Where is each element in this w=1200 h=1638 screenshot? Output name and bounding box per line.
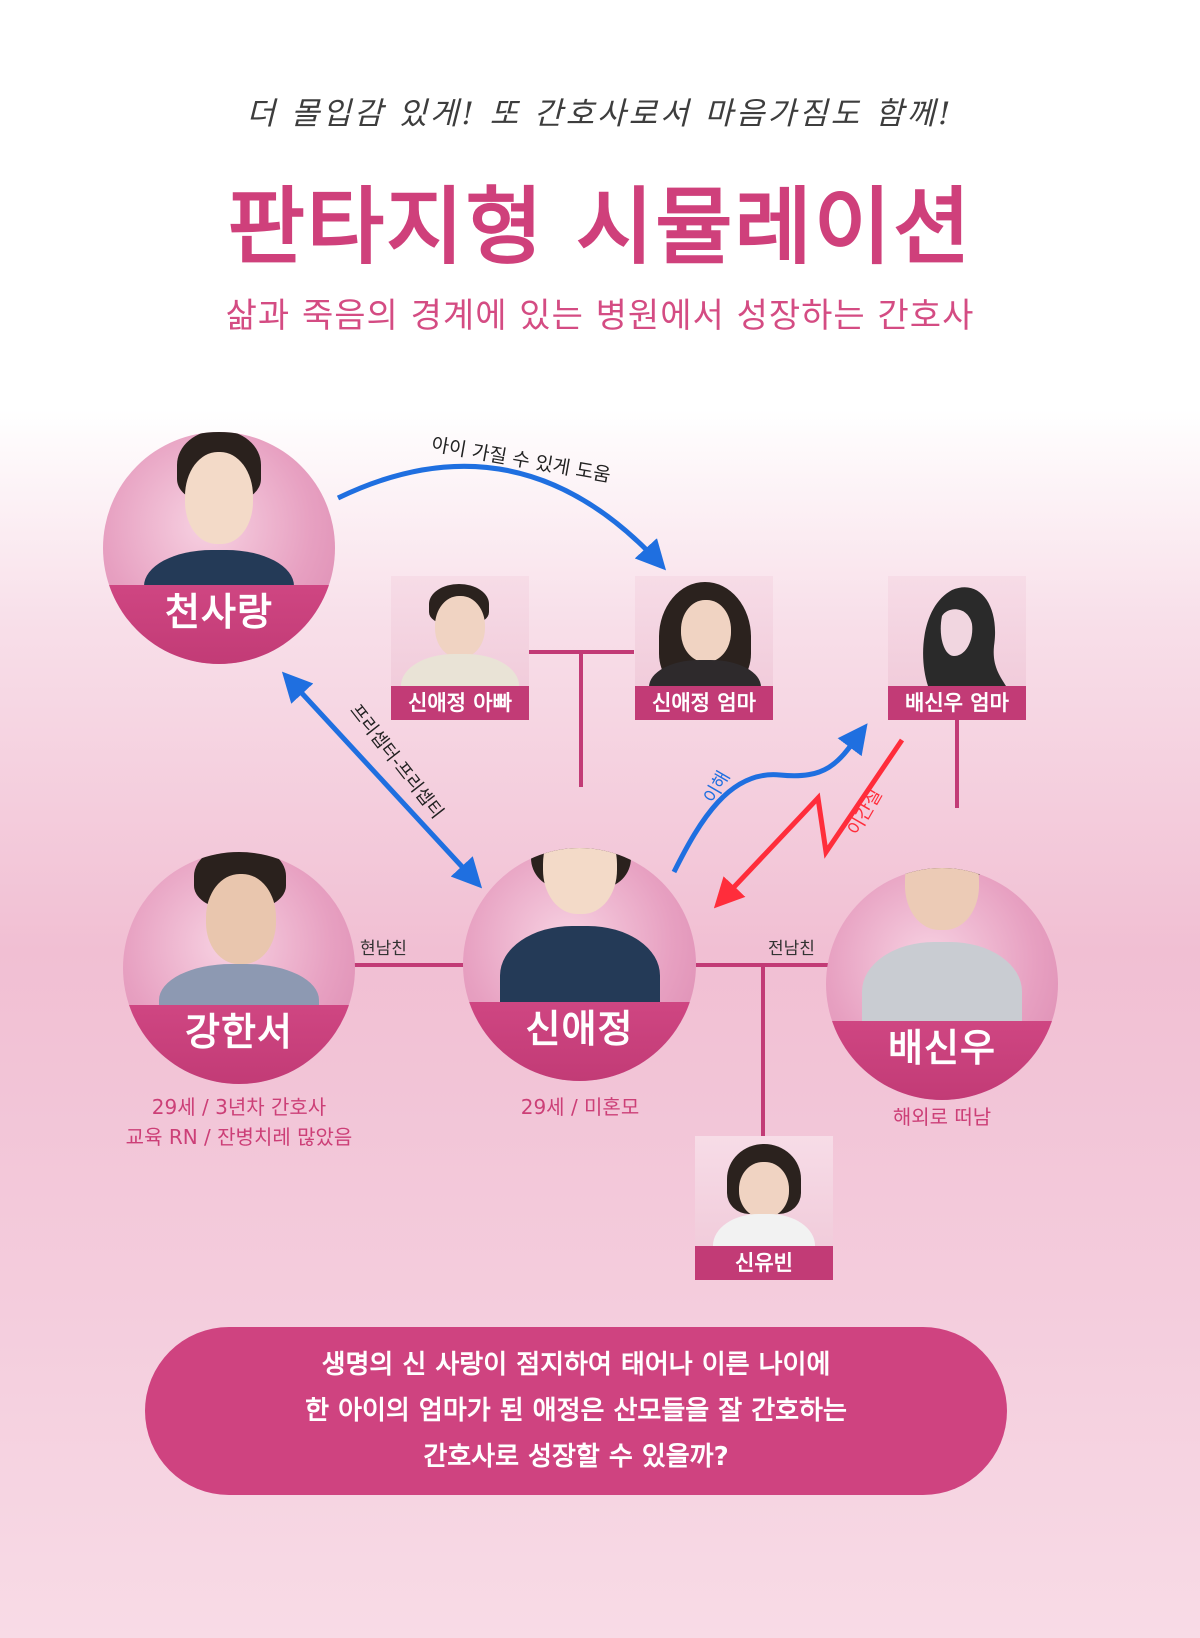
character-name: 천사랑 xyxy=(165,590,273,635)
summary-line: 생명의 신 사랑이 점지하여 태어나 이른 나이에 xyxy=(321,1350,831,1380)
story-summary: 생명의 신 사랑이 점지하여 태어나 이른 나이에 한 아이의 엄마가 된 애정… xyxy=(145,1327,1007,1495)
card-label: 신유빈 xyxy=(695,1246,833,1280)
info-line: 29세 / 3년차 간호사 xyxy=(151,1095,327,1119)
character-baeshinwoo: 배신우 xyxy=(826,868,1058,1100)
avatar xyxy=(857,868,1027,1052)
understand-label: 이해 xyxy=(700,768,735,807)
card-label: 배신우 엄마 xyxy=(888,686,1026,720)
card-label: 신애정 아빠 xyxy=(391,686,529,720)
character-name: 강한서 xyxy=(185,1010,293,1055)
page-title: 판타지형 시뮬레이션 xyxy=(227,178,973,276)
page-subtitle: 삶과 죽음의 경계에 있는 병원에서 성장하는 간호사 xyxy=(225,296,975,336)
character-info: 29세 / 미혼모 xyxy=(460,1092,700,1122)
tagline: 더 몰입감 있게! 또 간호사로서 마음가짐도 함께! xyxy=(246,96,954,132)
avatar xyxy=(139,432,299,630)
silhouette-icon xyxy=(923,587,1006,686)
card-baeshinwoo-mom: 배신우 엄마 xyxy=(888,576,1026,720)
summary-line: 한 아이의 엄마가 된 애정은 산모들을 잘 간호하는 xyxy=(305,1396,847,1426)
avatar xyxy=(495,848,665,1036)
info-line: 해외로 떠남 xyxy=(892,1105,992,1129)
info-line: 29세 / 미혼모 xyxy=(520,1095,640,1119)
character-cheonsarang: 천사랑 xyxy=(103,432,335,664)
character-name: 배신우 xyxy=(888,1026,996,1071)
help-arrow xyxy=(336,463,667,571)
sowdiscord-arrow xyxy=(713,738,905,909)
character-kanghanseo: 강한서 xyxy=(123,852,355,1084)
ex-bf-label: 전남친 xyxy=(768,939,815,959)
info-line: 교육 RN / 잔병치레 많았음 xyxy=(125,1125,353,1149)
current-bf-label: 현남친 xyxy=(360,939,407,959)
card-shinaejeong-dad: 신애정 아빠 xyxy=(391,576,529,720)
avatar xyxy=(154,852,324,1044)
help-label: 아이 가질 수 있게 도움 xyxy=(430,434,613,487)
character-info: 해외로 떠남 xyxy=(830,1102,1054,1132)
summary-line: 간호사로 성장할 수 있을까? xyxy=(423,1442,729,1472)
character-info: 29세 / 3년차 간호사 교육 RN / 잔병치레 많았음 xyxy=(98,1092,380,1152)
character-shinaejeong: 신애정 xyxy=(463,848,696,1081)
character-name: 신애정 xyxy=(525,1007,634,1052)
understand-arrow xyxy=(671,723,868,874)
freeceptor-arrow xyxy=(281,671,483,889)
card-label: 신애정 엄마 xyxy=(635,686,773,720)
card-shinaejeong-mom: 신애정 엄마 xyxy=(635,576,773,720)
card-shinyubin: 신유빈 xyxy=(695,1136,833,1280)
